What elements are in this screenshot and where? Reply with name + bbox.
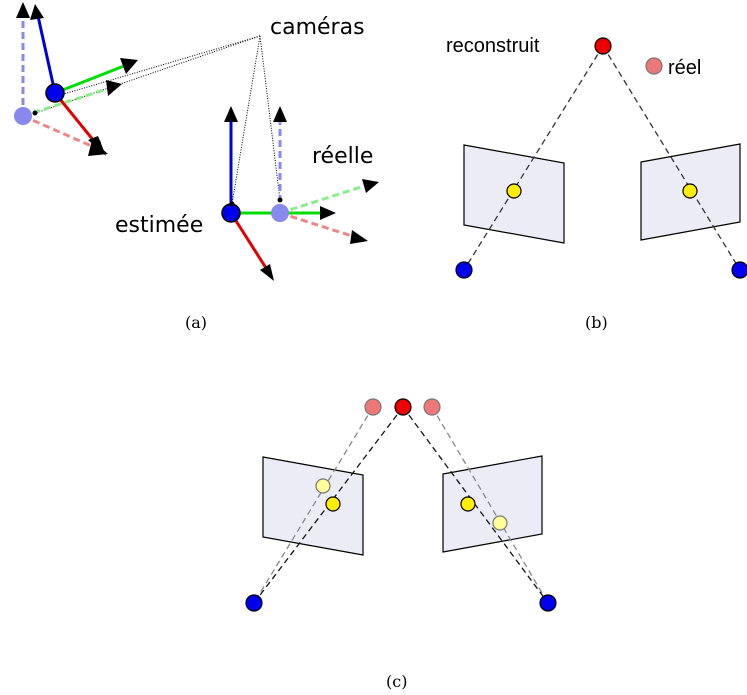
camera-center-estimated-a2	[221, 203, 241, 223]
projection-real-right-c	[492, 515, 508, 531]
point-reconstructed-b	[594, 37, 612, 55]
projection-right-c	[460, 496, 476, 512]
projection-real-left-c	[315, 478, 331, 494]
caption-c: (c)	[386, 672, 407, 691]
camera-center-right-c	[539, 594, 557, 612]
camera-center-left-b	[455, 261, 473, 279]
camera-estimated-right	[221, 106, 336, 281]
projection-left-b	[506, 183, 522, 199]
point-real-left-c	[364, 398, 382, 416]
panel-b: reconstruit réel (b)	[446, 35, 747, 332]
caption-a: (a)	[185, 313, 207, 332]
point-reconstructed-c	[394, 398, 412, 416]
label-reelle: réelle	[312, 144, 373, 169]
camera-estimated-topleft	[30, 4, 138, 156]
label-estimee: estimée	[115, 213, 203, 238]
caption-b: (b)	[585, 313, 608, 332]
cameras-pointer-lines	[32, 35, 281, 205]
camera-center-right-b	[731, 261, 747, 279]
label-reconstruit: reconstruit	[446, 35, 540, 57]
camera-true-topleft	[14, 2, 122, 156]
camera-center-true-a1	[14, 107, 32, 125]
label-reel: réel	[668, 57, 701, 79]
camera-center-estimated-a1	[45, 83, 65, 103]
projection-right-b	[682, 183, 698, 199]
label-cameras: caméras	[270, 15, 365, 40]
image-plane-right-c	[442, 455, 543, 553]
panel-c: (c)	[245, 398, 557, 691]
camera-true-right	[271, 106, 379, 244]
camera-center-left-c	[245, 594, 263, 612]
panel-a: caméras réelle estimée (a)	[14, 2, 379, 332]
point-real-legend	[645, 57, 663, 75]
projection-left-c	[325, 496, 341, 512]
point-real-right-c	[423, 398, 441, 416]
camera-center-true-a2	[271, 204, 289, 222]
